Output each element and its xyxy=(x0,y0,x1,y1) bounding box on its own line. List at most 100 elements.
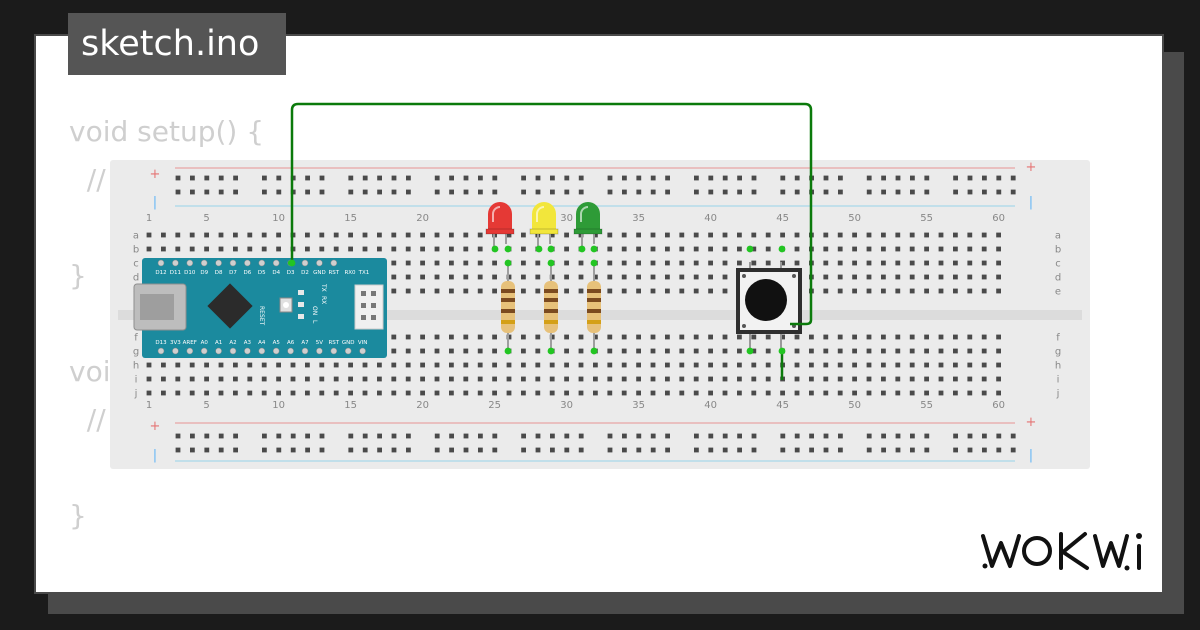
resistor[interactable] xyxy=(544,265,558,350)
nano-pin[interactable] xyxy=(272,347,280,355)
resistor[interactable] xyxy=(587,265,601,350)
nano-pin[interactable] xyxy=(200,347,208,355)
breadboard-hole xyxy=(449,348,454,354)
nano-pin[interactable] xyxy=(344,347,352,355)
rail-hole xyxy=(924,447,930,453)
nano-pin[interactable] xyxy=(301,347,309,355)
nano-pin[interactable] xyxy=(186,259,194,267)
pushbutton[interactable] xyxy=(736,262,802,348)
connected-pin xyxy=(504,347,512,355)
breadboard-hole xyxy=(866,260,872,266)
nano-pin-label: GND xyxy=(342,340,355,346)
rail-hole xyxy=(319,433,325,439)
breadboard-hole xyxy=(953,260,958,266)
wire-d3-to-button[interactable] xyxy=(290,102,813,326)
breadboard-hole xyxy=(981,376,987,382)
breadboard-hole xyxy=(521,246,526,252)
breadboard-hole xyxy=(693,288,699,294)
nano-pin[interactable] xyxy=(215,259,222,267)
breadboard-hole xyxy=(420,246,425,252)
breadboard-hole xyxy=(521,232,526,238)
nano-pin[interactable] xyxy=(186,347,194,355)
nano-pin[interactable] xyxy=(172,259,179,267)
breadboard-hole xyxy=(362,390,368,396)
nano-pin[interactable] xyxy=(301,259,309,267)
nano-pin[interactable] xyxy=(157,259,165,267)
breadboard-hole xyxy=(420,260,425,266)
breadboard-hole xyxy=(751,362,757,368)
nano-pin[interactable] xyxy=(229,347,237,355)
breadboard-hole xyxy=(593,274,598,280)
breadboard-hole xyxy=(737,246,742,252)
rail-hole xyxy=(190,189,195,195)
nano-pin[interactable] xyxy=(359,347,366,355)
breadboard-hole xyxy=(477,390,483,396)
column-label: 60 xyxy=(992,213,1005,224)
breadboard-hole xyxy=(679,348,685,354)
breadboard-hole xyxy=(895,334,901,340)
rail-hole xyxy=(607,447,613,453)
row-label: e xyxy=(1055,287,1061,298)
nano-pin[interactable] xyxy=(316,347,323,355)
sketch-filename-tab[interactable]: sketch.ino xyxy=(68,13,286,75)
led-yellow[interactable] xyxy=(529,202,559,248)
row-label: b xyxy=(1055,245,1061,256)
rail-hole xyxy=(737,189,742,195)
breadboard-hole xyxy=(794,260,800,266)
rail-hole xyxy=(895,189,901,195)
breadboard-hole xyxy=(276,376,281,382)
nano-pin-label: A1 xyxy=(215,340,222,346)
nano-pin[interactable] xyxy=(316,259,323,267)
nano-pin[interactable] xyxy=(330,347,338,355)
nano-pin[interactable] xyxy=(330,259,338,267)
breadboard-hole xyxy=(866,246,872,252)
connected-pin xyxy=(778,245,786,253)
breadboard-hole xyxy=(737,260,742,266)
breadboard-hole xyxy=(434,274,440,280)
led-green[interactable] xyxy=(573,202,603,248)
nano-pin-label: D7 xyxy=(229,270,237,276)
nano-pin[interactable] xyxy=(287,347,294,355)
breadboard-hole xyxy=(938,362,944,368)
rail-hole xyxy=(895,175,901,181)
nano-pin[interactable] xyxy=(258,259,266,267)
breadboard-hole xyxy=(737,348,742,354)
rail-hole xyxy=(996,433,1002,439)
breadboard-hole xyxy=(420,288,425,294)
nano-pin[interactable] xyxy=(272,259,280,267)
breadboard-hole xyxy=(492,390,497,396)
row-label: c xyxy=(1055,259,1061,270)
nano-pin[interactable] xyxy=(244,347,251,355)
breadboard-hole xyxy=(996,288,1001,294)
breadboard-hole xyxy=(852,334,857,340)
row-label: f xyxy=(1056,333,1060,344)
resistor[interactable] xyxy=(501,265,515,350)
breadboard-hole xyxy=(449,288,454,294)
breadboard-hole xyxy=(233,246,238,252)
nano-pin[interactable] xyxy=(215,347,222,355)
breadboard-hole xyxy=(636,232,641,238)
nano-pin[interactable] xyxy=(258,347,266,355)
nano-pin-label: A2 xyxy=(229,340,236,346)
breadboard-hole xyxy=(996,232,1001,238)
code-line: void setup() { xyxy=(69,115,265,148)
breadboard-hole xyxy=(593,362,598,368)
breadboard-hole xyxy=(866,376,872,382)
rail-hole xyxy=(521,433,526,439)
nano-pin[interactable] xyxy=(200,259,208,267)
breadboard-hole xyxy=(967,246,973,252)
nano-pin[interactable] xyxy=(172,347,179,355)
led-red[interactable] xyxy=(485,202,515,248)
rail-hole xyxy=(823,189,829,195)
breadboard-hole xyxy=(463,334,469,340)
rail-hole xyxy=(996,447,1002,453)
breadboard-hole xyxy=(881,376,886,382)
nano-pin[interactable] xyxy=(229,259,237,267)
nano-pin[interactable] xyxy=(244,259,251,267)
rail-hole xyxy=(838,175,843,181)
nano-pin[interactable] xyxy=(157,347,165,355)
breadboard-hole xyxy=(924,288,929,294)
column-label: 30 xyxy=(560,400,573,411)
rail-hole xyxy=(967,175,973,181)
